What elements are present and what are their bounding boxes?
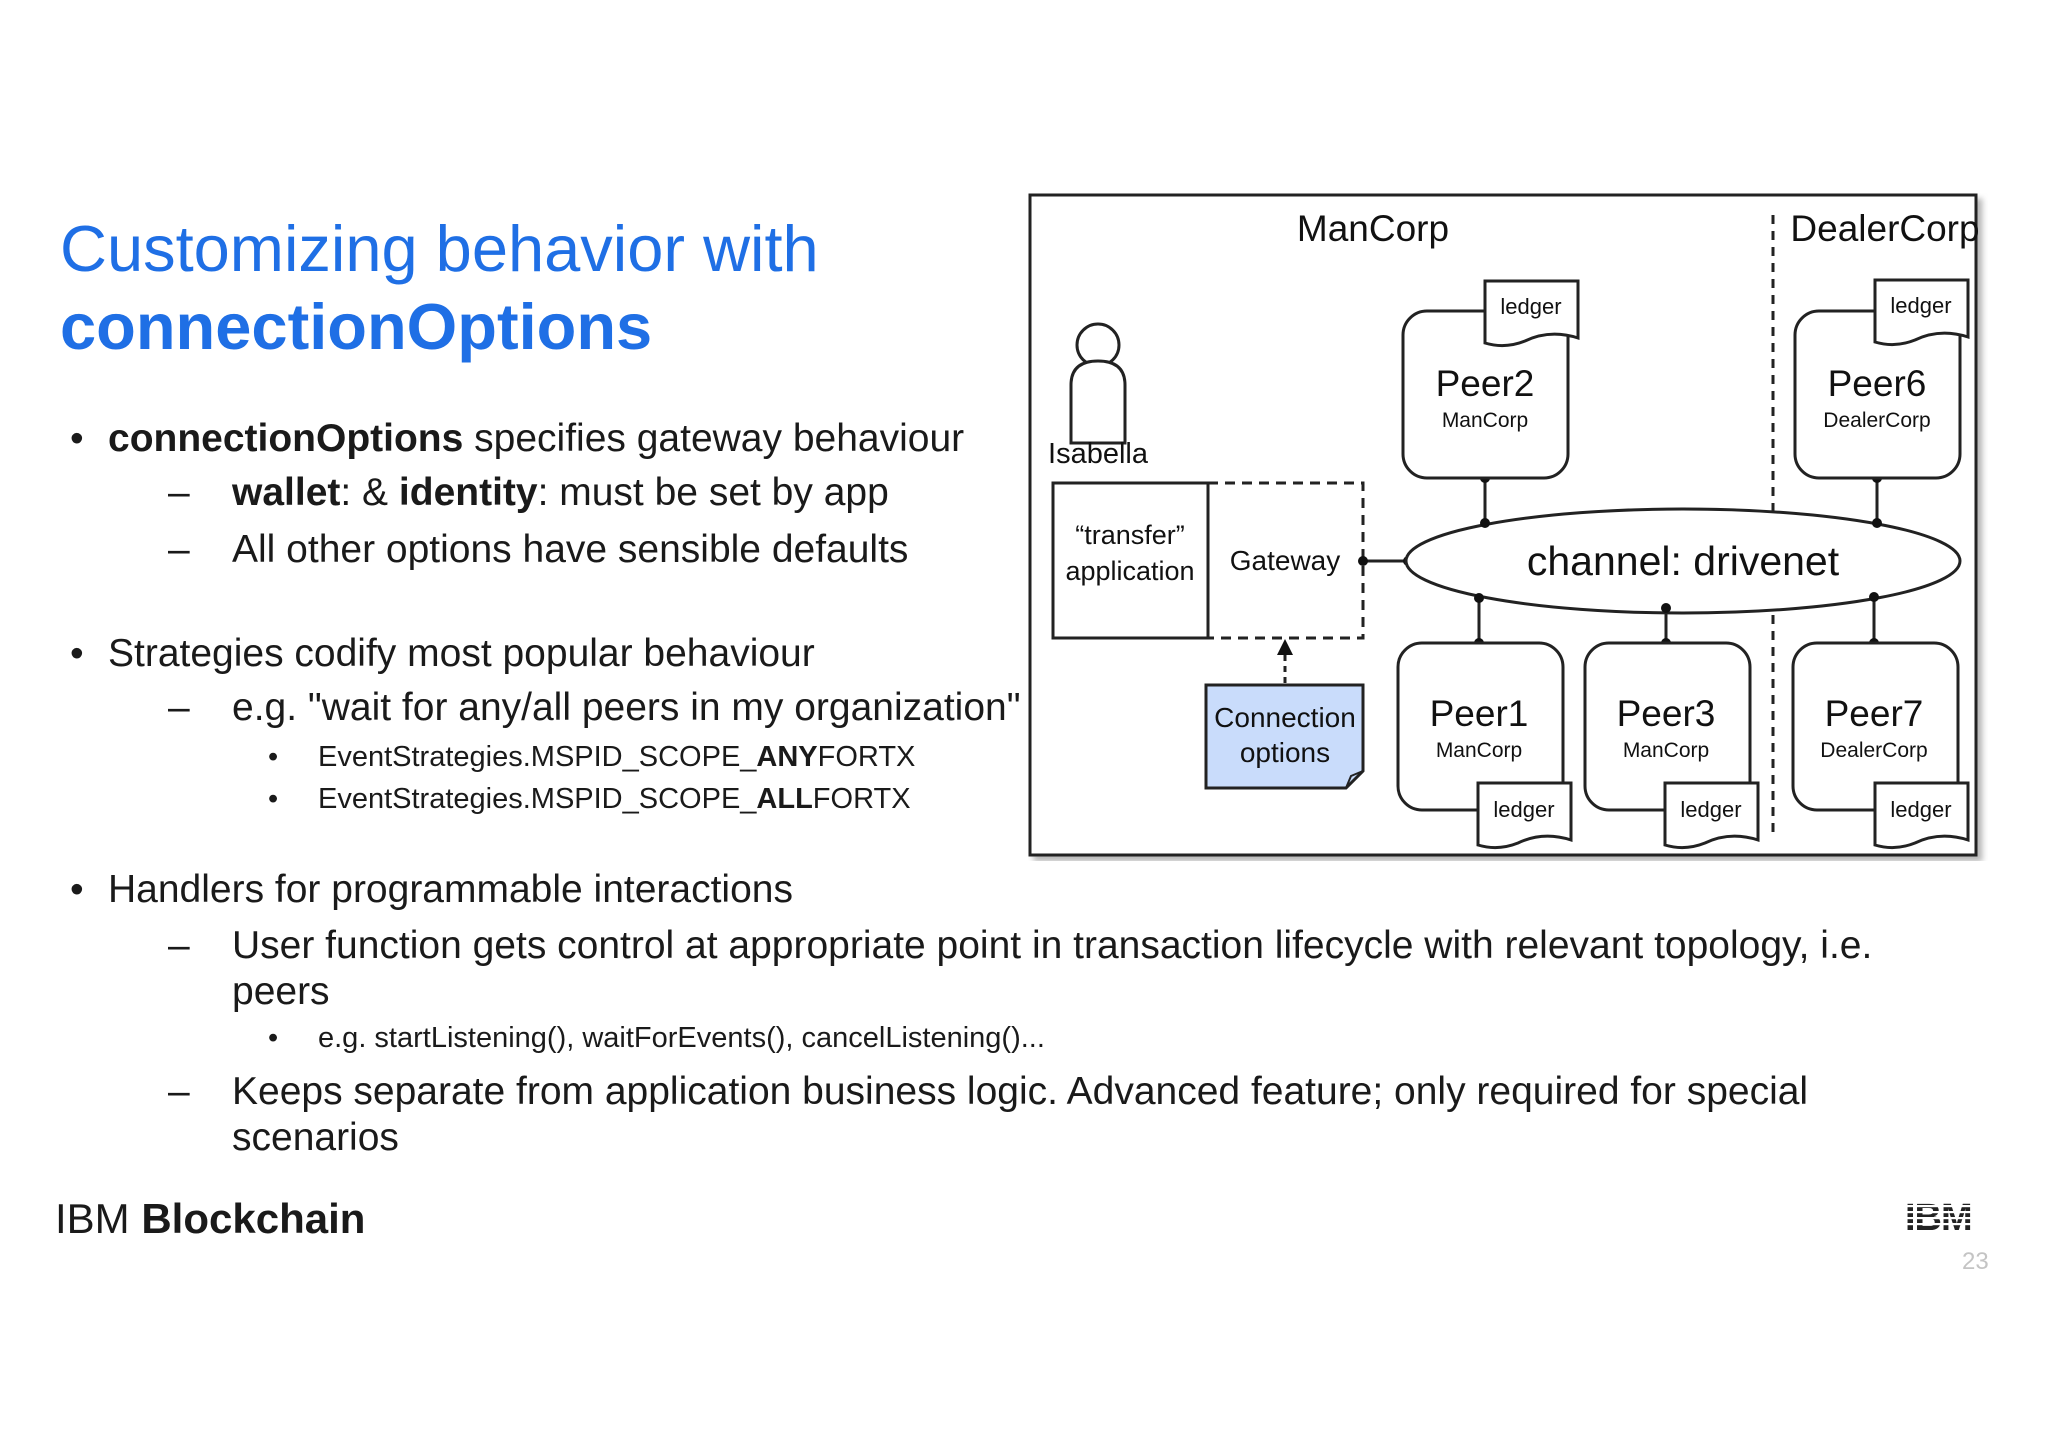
bullet-bold: connectionOptions <box>108 417 464 460</box>
network-diagram: ManCorp DealerCorp Isabella “transfer” a… <box>1028 193 1980 857</box>
peer-org: ManCorp <box>1623 739 1709 762</box>
ledger-icon <box>1663 781 1760 850</box>
peer3-node: Peer3 ManCorp ledger <box>1583 641 1760 850</box>
arrow-head <box>1277 639 1293 655</box>
bullet-marker: • <box>70 632 84 675</box>
brand-bold: Blockchain <box>141 1195 366 1242</box>
bullet-strategies: Strategies codify most popular behaviour <box>108 632 815 675</box>
bullet-handlers: Handlers for programmable interactions <box>108 868 793 911</box>
peer-name: Peer3 <box>1617 693 1716 734</box>
peer-org: DealerCorp <box>1823 409 1930 432</box>
peer-connectors <box>1477 478 1879 643</box>
peer-org: ManCorp <box>1436 739 1522 762</box>
strategy-prefix: EventStrategies.MSPID_SCOPE_ <box>318 783 757 815</box>
ledger-label: ledger <box>1680 797 1741 822</box>
bullet-wait-example: e.g. "wait for any/all peers in my organ… <box>232 686 1021 729</box>
ledger-label: ledger <box>1500 294 1561 319</box>
bullet-marker: • <box>70 417 84 460</box>
ibm-blockchain-brand: IBM Blockchain <box>55 1195 365 1243</box>
ledger-label: ledger <box>1890 797 1951 822</box>
page-number: 23 <box>1962 1248 1989 1275</box>
bullet-anyfortx: EventStrategies.MSPID_SCOPE_ANYFORTX <box>318 741 915 774</box>
strategy-suffix: FORTX <box>812 783 911 815</box>
dash-marker: – <box>168 1070 190 1113</box>
peer7-node: Peer7 DealerCorp ledger <box>1791 641 1970 850</box>
bullet-text-rest: : must be set by app <box>537 471 889 514</box>
bullet-defaults: All other options have sensible defaults <box>232 528 909 571</box>
bullet-connectionoptions: connectionOptions specifies gateway beha… <box>108 417 964 461</box>
peer1-node: Peer1 ManCorp ledger <box>1396 641 1573 850</box>
dash-marker: – <box>168 471 190 514</box>
bullet-user-function-line1: User function gets control at appropriat… <box>232 924 1873 967</box>
bullet-bold-wallet: wallet <box>232 471 341 514</box>
channel-label: channel: drivenet <box>1527 538 1840 584</box>
bullet-user-function-line2: peers <box>232 970 330 1013</box>
bullet-marker: • <box>70 868 84 911</box>
bullet-listening-example: e.g. startListening(), waitForEvents(), … <box>318 1022 1045 1054</box>
application-label-line2: application <box>1065 556 1194 586</box>
strategy-prefix: EventStrategies.MSPID_SCOPE_ <box>318 741 757 773</box>
gateway-label: Gateway <box>1230 545 1341 576</box>
strategy-bold: ANY <box>756 741 818 773</box>
brand-light: IBM <box>55 1195 130 1242</box>
gateway-box <box>1208 481 1365 640</box>
peer-org: ManCorp <box>1442 409 1528 432</box>
user-label: Isabella <box>1048 438 1149 470</box>
peer6-node: Peer6 DealerCorp ledger <box>1793 278 1970 480</box>
bullet-marker: • <box>268 1022 279 1054</box>
ibm-logo-text: IBM <box>1905 1198 1972 1234</box>
bullet-wallet-identity: wallet: & identity: must be set by app <box>232 471 889 515</box>
bullet-allfortx: EventStrategies.MSPID_SCOPE_ALLFORTX <box>318 783 911 816</box>
bullet-marker: • <box>268 741 279 773</box>
ledger-icon <box>1476 781 1573 850</box>
link-dot <box>1358 556 1368 566</box>
peer-name: Peer7 <box>1825 693 1924 734</box>
title-line-2: connectionOptions <box>60 290 653 363</box>
connection-options-note <box>1204 683 1365 790</box>
org-label-dealercorp: DealerCorp <box>1790 208 1979 249</box>
peer-name: Peer2 <box>1436 363 1535 404</box>
ledger-label: ledger <box>1890 293 1951 318</box>
org-label-mancorp: ManCorp <box>1297 208 1449 249</box>
ibm-logo-icon: IBM <box>1905 1198 1997 1234</box>
peer-name: Peer6 <box>1828 363 1927 404</box>
ledger-label: ledger <box>1493 797 1554 822</box>
bullet-separate-line1: Keeps separate from application business… <box>232 1070 1809 1113</box>
bullet-text: specifies gateway behaviour <box>463 417 965 460</box>
user-icon <box>1069 322 1127 445</box>
bullet-bold-identity: identity <box>398 471 538 514</box>
peer-name: Peer1 <box>1430 693 1529 734</box>
strategy-suffix: FORTX <box>817 741 916 773</box>
connection-options-label-line1: Connection <box>1214 702 1356 733</box>
dash-marker: – <box>168 686 190 729</box>
note-fold <box>1345 770 1364 789</box>
bullet-text-mid: : & <box>340 471 399 514</box>
application-label-line1: “transfer” <box>1075 520 1185 550</box>
ledger-icon <box>1483 279 1580 348</box>
connection-options-label-line2: options <box>1240 737 1330 768</box>
peer-org: DealerCorp <box>1820 739 1927 762</box>
slide-title: Customizing behavior with connectionOpti… <box>60 210 819 366</box>
ledger-icon <box>1873 278 1970 347</box>
dash-marker: – <box>168 924 190 967</box>
bullet-separate-line2: scenarios <box>232 1116 399 1159</box>
ledger-icon <box>1873 781 1970 850</box>
peer2-node: Peer2 ManCorp ledger <box>1401 279 1580 480</box>
dash-marker: – <box>168 528 190 571</box>
application-box <box>1051 481 1210 640</box>
bullet-marker: • <box>268 783 279 815</box>
strategy-bold: ALL <box>756 783 813 815</box>
title-line-1: Customizing behavior with <box>60 212 819 285</box>
channel-ellipse <box>1404 507 1962 615</box>
